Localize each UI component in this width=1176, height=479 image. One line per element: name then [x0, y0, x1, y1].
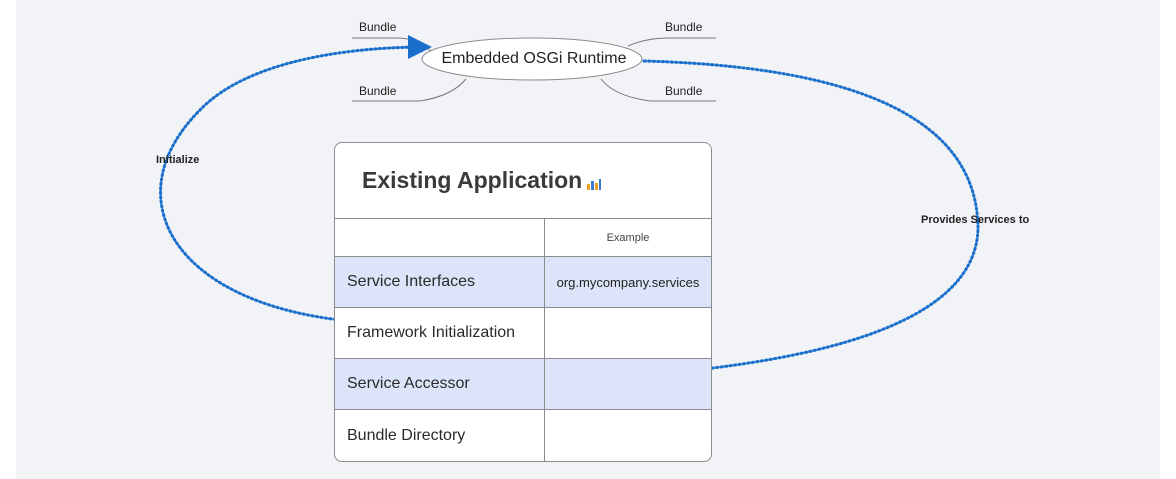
bundle-label-bottom-right: Bundle	[665, 84, 703, 98]
row-label: Service Accessor	[335, 359, 545, 409]
application-title: Existing Application	[362, 167, 583, 193]
bundle-label-top-right: Bundle	[665, 20, 703, 34]
table-row[interactable]: Service Interfaces org.mycompany.service…	[335, 257, 711, 308]
row-label: Framework Initialization	[335, 308, 545, 358]
row-label: Bundle Directory	[335, 410, 545, 461]
bundle-branch-bottom-left	[352, 78, 467, 102]
row-example: org.mycompany.services	[556, 274, 700, 290]
initialize-connector	[159, 35, 432, 322]
row-example	[545, 308, 711, 358]
table-row[interactable]: Bundle Directory	[335, 410, 711, 461]
table-row[interactable]: Service Accessor	[335, 359, 711, 410]
runtime-label: Embedded OSGi Runtime	[441, 50, 627, 67]
header-cell-blank	[335, 219, 545, 256]
table-row[interactable]: Framework Initialization	[335, 308, 711, 359]
table-header-row: Example	[335, 219, 711, 257]
bar-chart-icon	[587, 178, 602, 190]
provides-services-edge-label: Provides Services to	[921, 214, 1030, 226]
bundle-branch-top-right	[627, 37, 716, 47]
row-example	[545, 359, 711, 409]
application-title-bar: Existing Application	[335, 143, 711, 219]
bundle-label-top-left: Bundle	[359, 20, 397, 34]
row-label: Service Interfaces	[335, 257, 545, 307]
initialize-edge-label: Initialize	[156, 154, 200, 166]
existing-application-node[interactable]: Existing Application Example Service Int…	[334, 142, 712, 462]
bundle-branch-bottom-right	[600, 78, 716, 102]
header-cell-example: Example	[606, 231, 650, 244]
row-example	[545, 410, 711, 461]
bundle-label-bottom-left: Bundle	[359, 84, 397, 98]
